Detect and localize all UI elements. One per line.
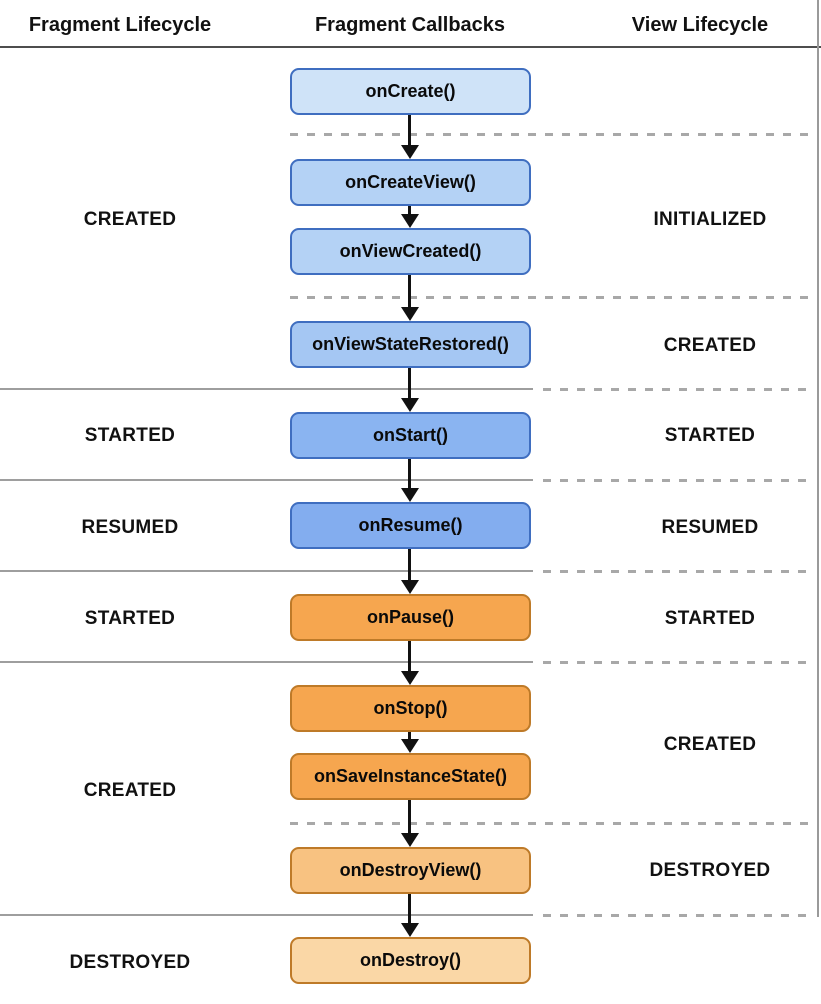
callback-box-ondestroyview: onDestroyView(): [290, 847, 531, 894]
view-section-divider: [543, 479, 813, 482]
right-edge-line: [817, 0, 819, 917]
arrow-onstop-to-onsaveinstancestate: [408, 732, 411, 739]
arrow-oncreateview-to-onviewcreated: [408, 206, 411, 214]
callback-box-onstart: onStart(): [290, 412, 531, 459]
callback-box-oncreateview: onCreateView(): [290, 159, 531, 206]
arrow-ondestroyview-to-ondestroy: [408, 894, 411, 923]
arrow-onresume-to-onpause: [408, 549, 411, 580]
view-section-divider: [290, 296, 813, 299]
column-header-view-lifecycle: View Lifecycle: [631, 14, 769, 36]
fragment-section-divider: [0, 914, 533, 916]
view-section-divider: [543, 388, 813, 391]
fragment-section-divider: [0, 661, 533, 663]
callback-box-ondestroy: onDestroy(): [290, 937, 531, 984]
callback-box-onresume: onResume(): [290, 502, 531, 549]
fragment-state-created-2: CREATED: [83, 780, 177, 801]
fragment-state-started: STARTED: [84, 425, 176, 446]
arrow-onsaveinstancestate-to-ondestroyview: [408, 800, 411, 833]
fragment-state-destroyed: DESTROYED: [69, 952, 191, 973]
view-section-divider: [290, 822, 813, 825]
view-state-created-2: CREATED: [663, 734, 757, 755]
callback-box-onsaveinstancestate: onSaveInstanceState(): [290, 753, 531, 800]
fragment-state-started-2: STARTED: [84, 608, 176, 629]
view-state-destroyed: DESTROYED: [649, 860, 771, 881]
fragment-state-resumed: RESUMED: [81, 517, 179, 538]
callback-box-onviewcreated: onViewCreated(): [290, 228, 531, 275]
callback-box-onpause: onPause(): [290, 594, 531, 641]
callback-box-onstop: onStop(): [290, 685, 531, 732]
fragment-section-divider: [0, 388, 533, 390]
view-section-divider: [543, 570, 813, 573]
view-section-divider: [543, 914, 813, 917]
column-header-fragment-lifecycle: Fragment Lifecycle: [28, 14, 212, 36]
view-state-initialized: INITIALIZED: [653, 209, 767, 230]
arrow-onstart-to-onresume: [408, 459, 411, 488]
callback-box-oncreate: onCreate(): [290, 68, 531, 115]
header-divider: [0, 46, 821, 48]
arrow-onviewstaterestored-to-onstart: [408, 368, 411, 398]
view-state-created: CREATED: [663, 335, 757, 356]
fragment-section-divider: [0, 570, 533, 572]
view-section-divider: [290, 133, 813, 136]
fragment-section-divider: [0, 479, 533, 481]
arrow-oncreate-to-oncreateview: [408, 115, 411, 145]
arrow-onviewcreated-to-onviewstaterestored: [408, 275, 411, 307]
fragment-state-created: CREATED: [83, 209, 177, 230]
view-state-started-2: STARTED: [664, 608, 756, 629]
view-state-resumed: RESUMED: [661, 517, 759, 538]
arrow-onpause-to-onstop: [408, 641, 411, 671]
view-section-divider: [543, 661, 813, 664]
callback-box-onviewstaterestored: onViewStateRestored(): [290, 321, 531, 368]
view-state-started: STARTED: [664, 425, 756, 446]
column-header-fragment-callbacks: Fragment Callbacks: [314, 14, 506, 36]
